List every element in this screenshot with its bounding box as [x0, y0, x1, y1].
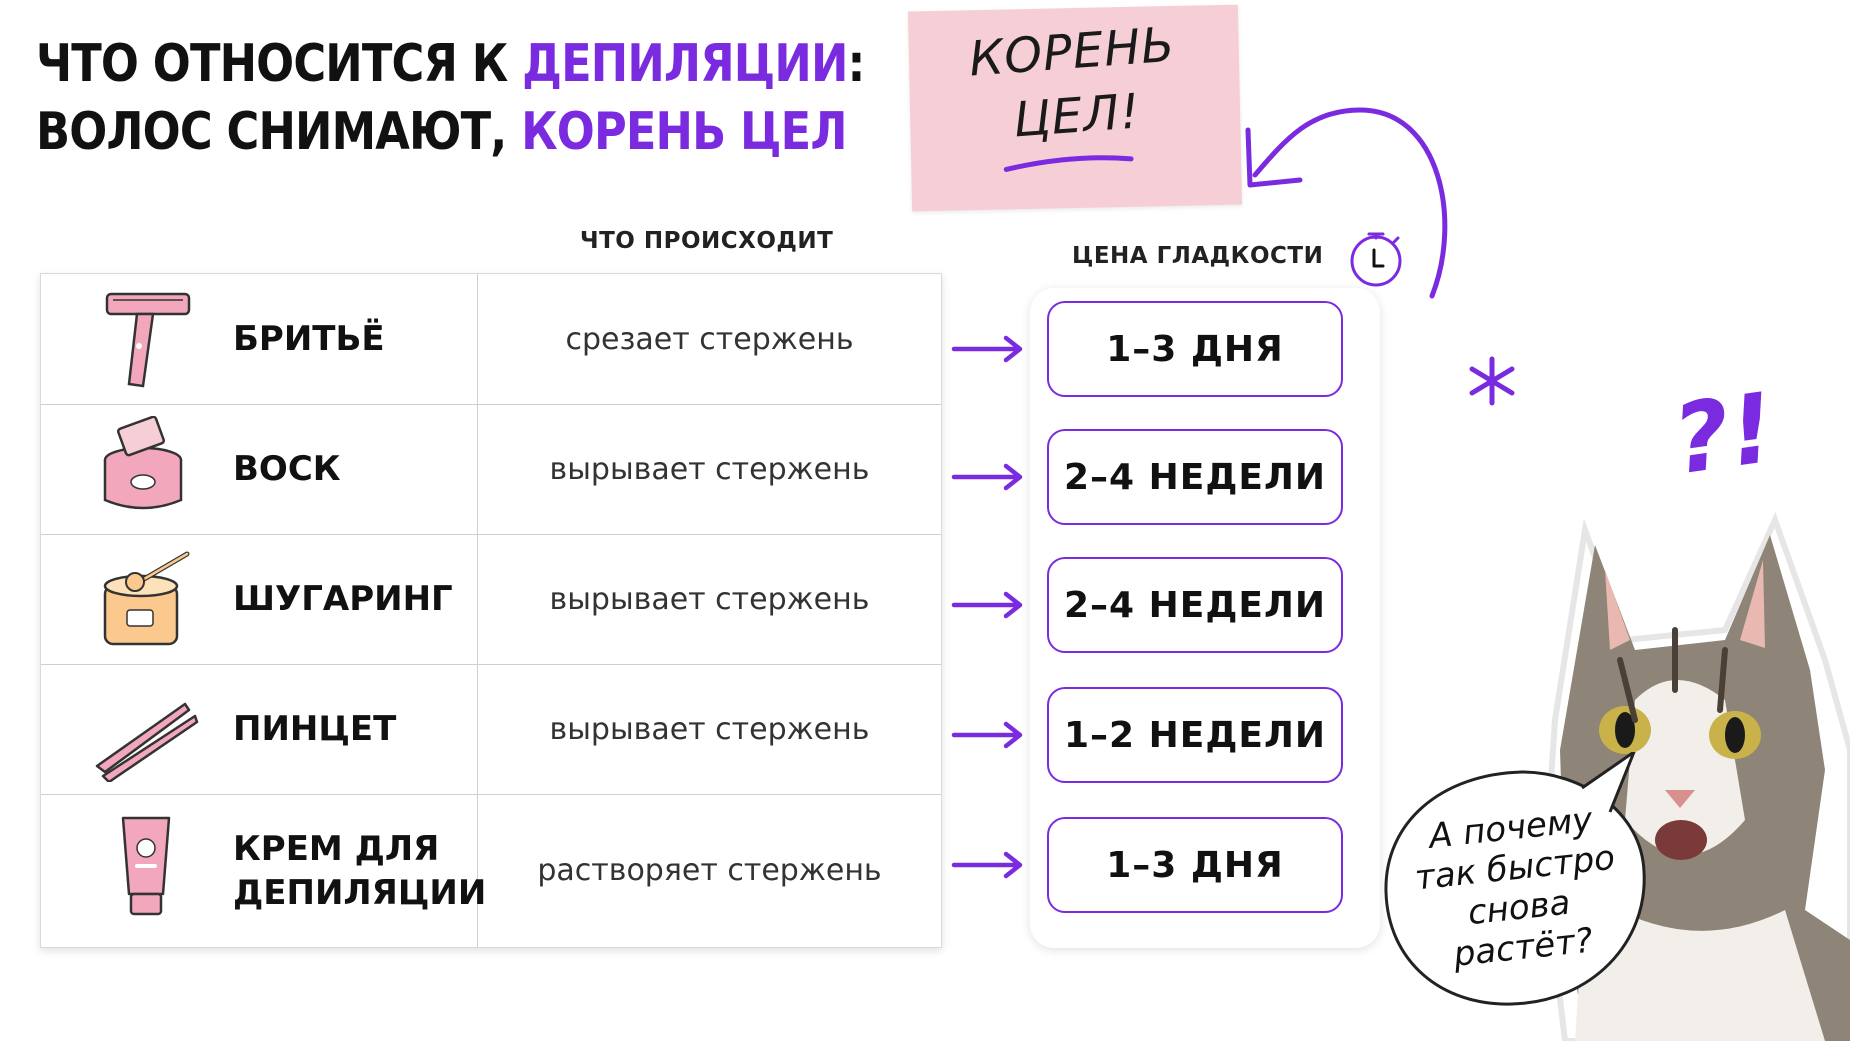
method-description: вырывает стержень [549, 451, 870, 487]
cream-tube-icon [121, 816, 171, 916]
table-row-shaving: БРИТЬЁ срезает стержень [41, 274, 941, 405]
method-name: ПИНЦЕТ [233, 709, 397, 749]
table-row-wax: ВОСК вырывает стержень [41, 404, 941, 535]
arrow-right-icon [951, 463, 1023, 491]
table-row-tweezers: ПИНЦЕТ вырывает стержень [41, 664, 941, 795]
title-line-2: ВОЛОС СНИМАЮТ, КОРЕНЬ ЦЕЛ [36, 102, 848, 162]
asterisk-icon [1469, 356, 1515, 406]
table-divider [477, 274, 478, 947]
method-name: КРЕМ ДЛЯ ДЕПИЛЯЦИИ [233, 794, 486, 947]
column-header-smoothness-price: ЦЕНА ГЛАДКОСТИ [1072, 243, 1324, 269]
arrow-right-icon [951, 335, 1023, 363]
price-badge: 1–2 НЕДЕЛИ [1047, 687, 1343, 783]
underline-scribble [1003, 155, 1134, 172]
question-exclamation-mark: ?! [1666, 371, 1781, 497]
arrow-right-icon [951, 591, 1023, 619]
wax-jar-icon [103, 416, 183, 510]
speech-bubble [1384, 752, 1646, 1006]
methods-table: БРИТЬЁ срезает стержень ВОСК вырывает ст… [40, 273, 942, 948]
method-name: БРИТЬЁ [233, 319, 385, 359]
page-title: ЧТО ОТНОСИТСЯ К ДЕПИЛЯЦИИ: ВОЛОС СНИМАЮТ… [36, 30, 865, 166]
timer-icon [1350, 232, 1402, 287]
method-description: вырывает стержень [549, 711, 870, 747]
method-description: срезает стержень [565, 321, 854, 357]
title-line-1: ЧТО ОТНОСИТСЯ К ДЕПИЛЯЦИИ: [36, 34, 865, 94]
arrow-right-icon [951, 721, 1023, 749]
sugar-paste-jar-icon [103, 551, 190, 646]
arrow-right-icon [951, 851, 1023, 879]
price-badge: 1–3 ДНЯ [1047, 301, 1343, 397]
column-header-what-happens: ЧТО ПРОИСХОДИТ [580, 228, 834, 254]
method-description: вырывает стержень [549, 581, 870, 617]
method-name-line-1: КРЕМ ДЛЯ [233, 828, 440, 869]
price-badge: 2–4 НЕДЕЛИ [1047, 557, 1343, 653]
method-name: ШУГАРИНГ [233, 579, 453, 619]
tweezers-icon [95, 702, 199, 782]
speech-bubble-text: А почему так быстро снова растёт? [1384, 795, 1649, 980]
table-row-depilatory-cream: КРЕМ ДЛЯ ДЕПИЛЯЦИИ растворяет стержень [41, 794, 941, 947]
method-description: растворяет стержень [537, 853, 882, 888]
method-name-line-2: ДЕПИЛЯЦИИ [233, 872, 487, 913]
razor-icon [105, 292, 191, 388]
price-badge: 1–3 ДНЯ [1047, 817, 1343, 913]
price-badge: 2–4 НЕДЕЛИ [1047, 429, 1343, 525]
table-row-sugaring: ШУГАРИНГ вырывает стержень [41, 534, 941, 665]
curved-arrow-icon [1245, 107, 1448, 299]
sticky-note: КОРЕНЬ ЦЕЛ! [907, 4, 1243, 212]
method-name: ВОСК [233, 449, 341, 489]
